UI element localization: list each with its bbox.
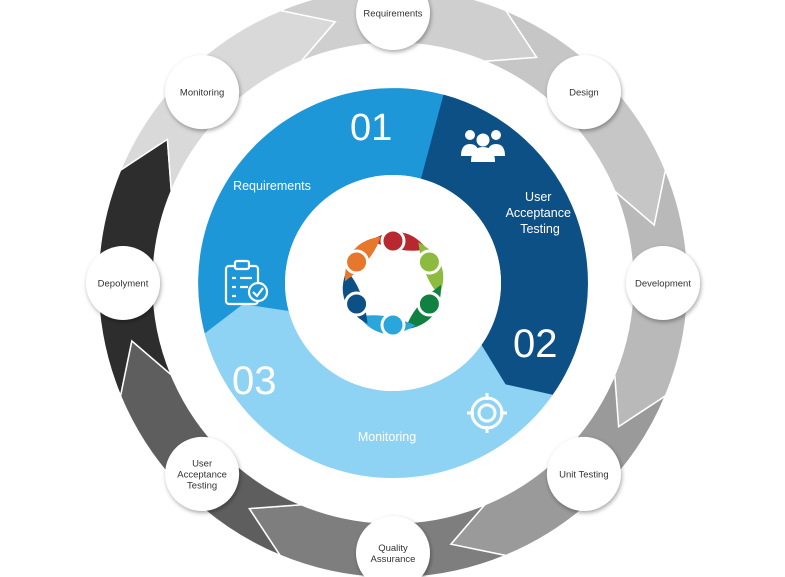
figure-head <box>416 291 442 317</box>
people-circle-icon <box>342 228 444 338</box>
figure-head <box>416 249 442 275</box>
target-icon <box>467 393 507 433</box>
outer-step: Development <box>626 246 700 320</box>
outer-step-circle <box>356 516 430 577</box>
outer-step-label: Design <box>569 88 599 99</box>
clipboard-check-icon <box>224 259 269 306</box>
outer-step-circle <box>356 0 430 50</box>
phase-number-03: 03 <box>232 359 277 403</box>
figure-head <box>344 249 370 275</box>
figure-head <box>344 291 370 317</box>
outer-step: Design <box>546 55 621 130</box>
outer-step-label: Requirements <box>363 9 422 20</box>
outer-step: Depolyment <box>86 246 160 320</box>
outer-step-label: Monitoring <box>180 88 224 99</box>
center-circle <box>285 175 501 391</box>
phase-label-user-acceptance-testing: User Acceptance Testing <box>506 190 575 236</box>
figure-head <box>380 228 406 254</box>
outer-step-label: Development <box>635 279 691 290</box>
outer-step: Unit Testing <box>546 436 621 511</box>
outer-step: Monitoring <box>165 55 240 130</box>
phase-number-01: 01 <box>350 107 392 149</box>
phase-number-02: 02 <box>513 322 558 366</box>
outer-step-circle <box>86 246 160 320</box>
outer-step-label: Depolyment <box>98 279 149 290</box>
outer-step-label: Unit Testing <box>559 469 608 480</box>
figure-head <box>380 312 406 338</box>
phase-ring <box>198 88 588 479</box>
outer-step-circle <box>165 55 240 130</box>
outer-step-circle <box>165 436 240 511</box>
phase-label-monitoring: Monitoring <box>358 430 416 444</box>
outer-step-circle <box>546 55 621 130</box>
team-icon <box>461 130 505 162</box>
phase-label-requirements: Requirements <box>233 179 311 193</box>
outer-step-circle <box>546 436 621 511</box>
phase-segment-02 <box>421 94 588 395</box>
outer-step-circle <box>626 246 700 320</box>
outer-step: Requirements <box>356 0 430 50</box>
